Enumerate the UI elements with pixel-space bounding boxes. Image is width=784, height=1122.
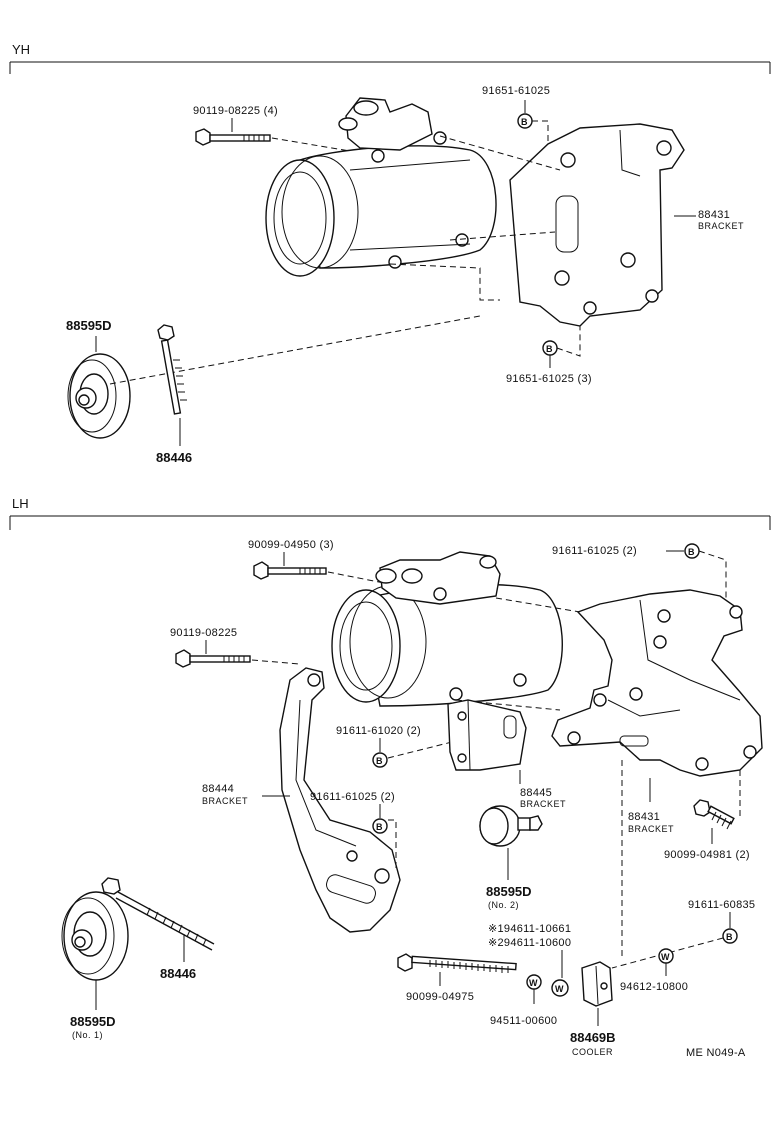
label-idler-88446-lh: 88446	[160, 966, 196, 981]
nut-b-top-icon: B	[517, 113, 533, 129]
label-91651-61025-top: 91651-61025	[482, 85, 550, 97]
label-91651-61025-bottom: 91651-61025 (3)	[506, 373, 592, 385]
label-91611-60835: 91611-60835	[688, 899, 755, 911]
svg-text:B: B	[546, 344, 553, 354]
svg-text:B: B	[688, 547, 695, 557]
bolt-b-left-icon: B	[372, 818, 388, 834]
section-yh-label: YH	[12, 42, 30, 57]
bracket-88431-lh-icon	[551, 589, 763, 777]
label-pulley-88595d-top: 88595D	[66, 318, 112, 333]
label-bracket-88444-name: BRACKET	[202, 796, 248, 806]
bracket-88444-icon	[279, 667, 401, 933]
label-bracket-88431-lh-name: BRACKET	[628, 824, 674, 834]
washer-w-left-icon: W	[526, 974, 542, 990]
bolt-90099-04975-icon	[397, 953, 517, 973]
nut-b-bottom-icon: B	[542, 340, 558, 356]
bolt-90099-04950-icon	[253, 561, 327, 580]
label-bracket-88431-top-name: BRACKET	[698, 221, 744, 231]
svg-text:B: B	[376, 822, 383, 832]
idler-bolt-88446-lh-icon	[101, 877, 215, 951]
bracket-88431-top-icon	[509, 123, 685, 327]
label-bracket-88445-no: 88445	[520, 787, 552, 799]
svg-text:B: B	[521, 117, 528, 127]
label-collar-2: ※294611-10600	[488, 937, 571, 949]
washer-w-mid-icon: W	[551, 979, 569, 997]
svg-text:W: W	[529, 978, 538, 988]
svg-text:B: B	[726, 932, 733, 942]
label-bracket-88431-top-no: 88431	[698, 209, 730, 221]
label-bracket-88444-no: 88444	[202, 783, 234, 795]
label-pulley-88595d-no2: 88595D	[486, 884, 532, 899]
label-90099-04981: 90099-04981 (2)	[664, 849, 750, 861]
bolt-90099-04981-icon	[693, 799, 735, 830]
bolt-90119-08225-lh-icon	[175, 649, 251, 668]
label-collar-1: ※194611-10661	[488, 923, 571, 935]
compressor-lh-icon	[331, 551, 563, 707]
svg-text:W: W	[555, 984, 564, 994]
label-bracket-88445-name: BRACKET	[520, 799, 566, 809]
section-yh-frame: YH	[9, 42, 771, 74]
label-bracket-88431-lh-no: 88431	[628, 811, 660, 823]
label-91611-61025-topright: 91611-61025 (2)	[552, 545, 637, 557]
compressor-icon	[265, 97, 497, 277]
label-cooler-88469b-name: COOLER	[572, 1047, 613, 1057]
cooler-88469b-icon	[581, 961, 613, 1007]
label-pulley-no1-note: (No. 1)	[72, 1030, 103, 1040]
label-pulley-no2-note: (No. 2)	[488, 900, 519, 910]
label-pulley-88595d-no1: 88595D	[70, 1014, 116, 1029]
bracket-88445-icon	[447, 699, 527, 771]
figure-code: ME N049-A	[686, 1047, 746, 1059]
svg-text:B: B	[376, 756, 383, 766]
label-91611-61020: 91611-61020 (2)	[336, 725, 421, 737]
idler-bolt-88446-top-icon	[157, 324, 187, 415]
bolt-b-farright-icon: B	[722, 928, 738, 944]
section-lh-frame: LH	[9, 496, 771, 530]
label-94612-10800: 94612-10800	[620, 981, 688, 993]
label-91611-61025-left: 91611-61025 (2)	[310, 791, 395, 803]
pulley-no2-icon	[479, 805, 543, 847]
label-90119-08225: 90119-08225 (4)	[193, 105, 278, 117]
label-94511-00600: 94511-00600	[490, 1015, 557, 1027]
bolt-90119-08225-icon	[195, 128, 271, 146]
pulley-no1-icon	[61, 891, 129, 981]
label-90119-08225-lh: 90119-08225	[170, 627, 237, 639]
section-lh-label: LH	[12, 496, 29, 511]
label-idler-88446-top: 88446	[156, 450, 192, 465]
washer-w-right-icon: W	[658, 948, 674, 964]
bolt-b-topright-icon: B	[684, 543, 700, 559]
label-cooler-88469b-no: 88469B	[570, 1030, 616, 1045]
label-90099-04950: 90099-04950 (3)	[248, 539, 334, 551]
svg-text:W: W	[661, 952, 670, 962]
pulley-top-icon	[67, 353, 131, 439]
label-90099-04975: 90099-04975	[406, 991, 474, 1003]
bolt-b-mid-icon: B	[372, 752, 388, 768]
